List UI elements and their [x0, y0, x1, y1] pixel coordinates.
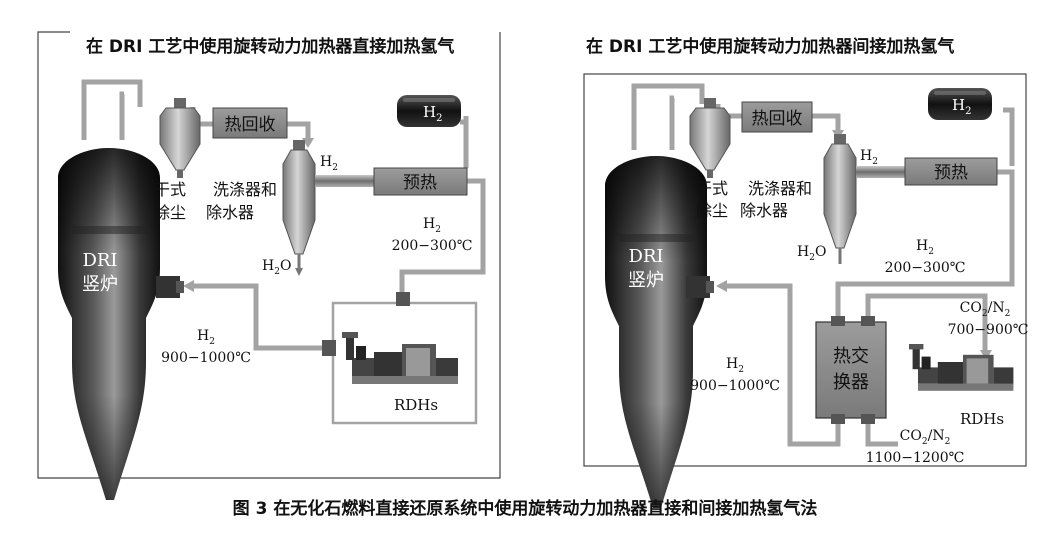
- preheat-box: [904, 157, 998, 186]
- dry-dust-label-2: 除尘: [696, 201, 728, 220]
- dry-dust-label-2: 除尘: [154, 203, 186, 222]
- heat-recovery-box: [741, 101, 813, 133]
- rdh-label: RDHs: [394, 396, 438, 414]
- dry-dust-collector: [689, 97, 731, 179]
- left-panel: DRI 竖炉 干式 除尘 热回收 洗涤器和 除水器 H2O H2 预热: [37, 31, 501, 500]
- svg-text:H2O: H2O: [262, 258, 291, 277]
- furnace-inlet-port: [156, 276, 180, 298]
- preheat-label: 预热: [934, 163, 968, 183]
- co2-n2-upper-label: CO2/N2: [960, 300, 1011, 319]
- h2o-label: H2O: [262, 258, 291, 277]
- h2-feed-pipe: [856, 166, 906, 178]
- rdh-machine: [342, 332, 458, 384]
- scrubber-label-1: 洗涤器和: [748, 179, 812, 198]
- heat-recovery-label: 热回收: [752, 109, 803, 129]
- h2-small-label: H2: [320, 154, 338, 173]
- heat-recovery-box: [212, 107, 288, 139]
- dry-dust-label-1: 干式: [154, 180, 186, 199]
- h2-hot-label: H2: [726, 356, 744, 375]
- temp-pre-label: 200−300℃: [392, 238, 473, 254]
- h2-pre-label: H2: [916, 238, 934, 257]
- furnace-label-line2: 竖炉: [628, 270, 664, 291]
- rdh-label: RDHs: [960, 410, 1004, 428]
- scrubber-dehumidifier: [281, 138, 317, 272]
- left-panel-title: 在 DRI 工艺中使用旋转动力加热器直接加热氢气: [86, 37, 455, 57]
- right-panel: DRI 竖炉 干式 除尘 热回收 洗涤器和 除水器 H2O H2 预热 H2 H…: [583, 73, 1029, 508]
- h2-tank-label: H2: [423, 103, 442, 124]
- heat-recovery-label: 热回收: [225, 115, 276, 135]
- furnace-label-line1: DRI: [628, 246, 663, 267]
- rdh-inlet-port: [396, 292, 410, 306]
- furnace-label-line1: DRI: [82, 250, 117, 271]
- h2o-label: H2O: [797, 244, 826, 263]
- scrubber-label-1: 洗涤器和: [213, 180, 277, 199]
- heat-exchanger-box: [815, 321, 887, 419]
- h2-hot-label: H2: [197, 328, 215, 347]
- h2-feed-pipe: [315, 175, 375, 187]
- h2-pre-label: H2: [423, 216, 441, 235]
- dri-furnace: [605, 156, 707, 508]
- heat-exchanger-label-1: 热交: [833, 346, 869, 367]
- rdh-outlet-port: [322, 340, 336, 356]
- furnace-label-line2: 竖炉: [82, 274, 118, 295]
- temp-hot-label: 900−1000℃: [690, 378, 780, 394]
- h2-small-label: H2: [860, 148, 878, 167]
- co2-n2-lower-label: CO2/N2: [900, 428, 951, 447]
- rdh-machine: [909, 344, 1014, 391]
- dri-furnace: [58, 148, 160, 500]
- right-panel-title: 在 DRI 工艺中使用旋转动力加热器间接加热氢气: [586, 37, 955, 57]
- preheat-label: 预热: [403, 173, 437, 193]
- dry-dust-label-1: 干式: [696, 179, 728, 198]
- scrubber-label-2: 除水器: [740, 201, 788, 220]
- h2-tank-label: H2: [952, 96, 971, 117]
- temp-pre-label: 200−300℃: [885, 260, 966, 276]
- scrubber-label-2: 除水器: [206, 203, 254, 222]
- scrubber-dehumidifier: [822, 132, 858, 266]
- temp-hot-label: 900−1000℃: [161, 350, 251, 366]
- furnace-label: DRI 竖炉: [82, 250, 118, 295]
- preheat-box: [373, 167, 468, 196]
- dry-dust-collector: [159, 97, 201, 179]
- figure-caption: 图 3 在无化石燃料直接还原系统中使用旋转动力加热器直接和间接加热氢气法: [232, 499, 818, 519]
- temp-co2-upper-label: 700−900℃: [948, 322, 1029, 338]
- heat-exchanger-label-2: 换器: [833, 372, 869, 393]
- temp-co2-lower-label: 1100−1200℃: [866, 450, 965, 466]
- furnace-inlet-port: [686, 276, 710, 298]
